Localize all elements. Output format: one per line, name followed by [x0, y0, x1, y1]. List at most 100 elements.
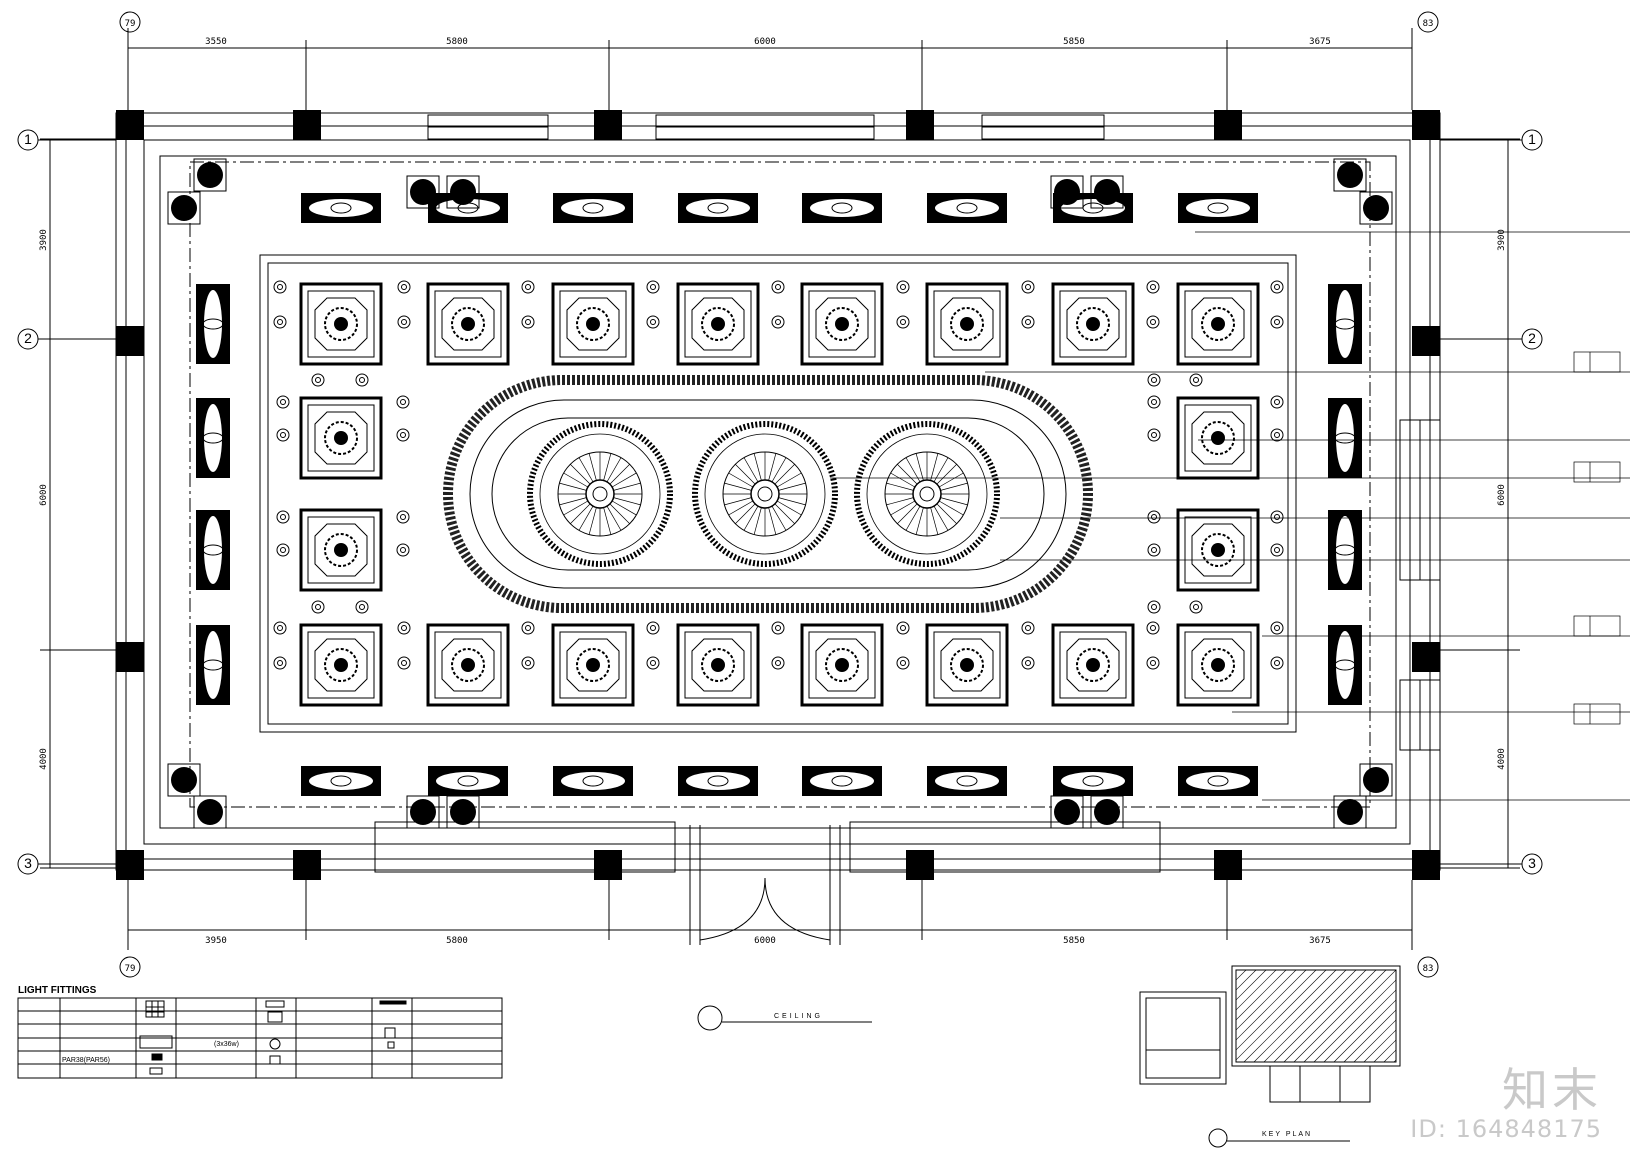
medallion-right-oval-3 [1336, 631, 1354, 699]
dim-right-1: 6000 [1497, 484, 1507, 506]
downlight-core-4 [401, 284, 407, 290]
medallion-top-center-2 [582, 202, 604, 214]
dome-ray-2-15 [897, 464, 918, 485]
downlight-13 [646, 315, 660, 329]
dome-ray-1-7 [753, 507, 762, 535]
coffer-top-core-0 [334, 317, 348, 331]
watermark-id: ID: 164848175 [1410, 1115, 1602, 1143]
coffer-bottom-oct-1 [441, 638, 495, 692]
fixture-lamp-0 [197, 162, 223, 188]
fixture-lamp-3 [450, 179, 476, 205]
fixture-lamp-11 [450, 799, 476, 825]
window-strips [427, 114, 1441, 751]
dome-ray-1-21 [774, 464, 795, 485]
column-4 [1214, 110, 1242, 140]
fixture-box-11 [446, 795, 480, 829]
dome-outline-1 [704, 433, 826, 555]
downlight-53 [311, 600, 325, 614]
downlight-1 [273, 315, 287, 329]
column-3 [906, 110, 934, 140]
medallion-right-center-3 [1334, 659, 1356, 671]
keyplan-hatch-22 [1363, 1029, 1396, 1062]
downlight-core-27 [1025, 660, 1031, 666]
coffer-bottom-5 [925, 623, 1009, 707]
entrance-doors [374, 821, 1161, 945]
downlight-core-16 [775, 284, 781, 290]
fixture-box-14 [1359, 763, 1393, 797]
dim-right-0: 3900 [1497, 229, 1507, 251]
fixture-box-8 [167, 763, 201, 797]
medallion-bottom-oval-4 [810, 772, 874, 790]
medallion-right-oval-0 [1336, 290, 1354, 358]
coffer-bottom-core-7 [1211, 658, 1225, 672]
keyplan-hatch-24 [1383, 1049, 1396, 1062]
coffer-bottom-rose-7 [1201, 648, 1235, 682]
downlight-core-56 [1151, 377, 1157, 383]
fixture-box-7 [1359, 191, 1393, 225]
downlight-34 [1270, 621, 1284, 635]
column-9 [1412, 642, 1440, 672]
downlight-core-41 [400, 432, 406, 438]
downlight-core-25 [1025, 319, 1031, 325]
dome-ray-1-11 [724, 497, 752, 506]
downlight-12 [646, 280, 660, 294]
coffer-bottom-inner-6 [1059, 631, 1127, 699]
downlight-32 [1270, 280, 1284, 294]
coffer-bottom-oct-3 [691, 638, 745, 692]
downlight-core-12 [650, 284, 656, 290]
coffer-top-core-2 [586, 317, 600, 331]
downlight-10 [521, 621, 535, 635]
grid-bubbles [17, 11, 1543, 978]
medallion-right-oval-2 [1336, 516, 1354, 584]
coffer-top-inner-5 [933, 290, 1001, 358]
coffer-bottom-inner-7 [1184, 631, 1252, 699]
left-dimension-line [40, 138, 116, 869]
dome-ray-1-22 [776, 472, 802, 488]
keyplan-hatch-21 [1353, 1019, 1396, 1062]
coffer-top-core-1 [461, 317, 475, 331]
coffer-left-inner-0 [307, 404, 375, 472]
coffer-left-rose-1 [324, 533, 358, 567]
dim-bottom-0: 3950 [205, 936, 227, 946]
fixture-lamp-8 [171, 767, 197, 793]
medallion-top-center-7 [1207, 202, 1229, 214]
medallion-bottom-oval-7 [1186, 772, 1250, 790]
dim-left-2: 4000 [39, 748, 49, 770]
fixture-lamp-10 [410, 799, 436, 825]
dome-outline-2 [866, 433, 988, 555]
fixture-lamp-7 [1363, 195, 1389, 221]
key-plan: KEY PLAN [1139, 965, 1401, 1148]
downlight-27 [1021, 656, 1035, 670]
dome-ray-0-1 [613, 497, 641, 506]
downlights [273, 280, 1284, 670]
dome-ray-0-23 [613, 482, 641, 491]
grid-row-label-2: 3 [24, 855, 32, 871]
keyplan-hatch-13 [1273, 970, 1367, 1062]
downlight-core-22 [900, 625, 906, 631]
coffer-top-6 [1051, 282, 1135, 366]
downlight-core-29 [1150, 319, 1156, 325]
coffer-right-inner-0 [1184, 404, 1252, 472]
outer-walls [115, 112, 1441, 871]
downlight-30 [1146, 621, 1160, 635]
downlight-14 [646, 621, 660, 635]
downlight-core-46 [1151, 514, 1157, 520]
coffer-bottom-rose-6 [1076, 648, 1110, 682]
downlight-core-38 [280, 514, 286, 520]
dim-top-0: 3550 [205, 37, 227, 47]
coffer-left-core-0 [334, 431, 348, 445]
keyplan-hatch-17 [1313, 979, 1396, 1062]
dome-ray-1-23 [778, 482, 806, 491]
dome-ray-0-3 [609, 503, 630, 524]
downlight-52 [311, 373, 325, 387]
dome-ray-2-10 [890, 500, 916, 516]
coffer-right-rose-0 [1201, 421, 1235, 455]
dome-ray-1-13 [724, 482, 752, 491]
fixture-box-10 [406, 795, 440, 829]
downlight-core-37 [280, 432, 286, 438]
coffer-top-inner-4 [808, 290, 876, 358]
downlight-37 [276, 428, 290, 442]
downlight-core-21 [900, 319, 906, 325]
downlight-43 [396, 543, 410, 557]
downlight-29 [1146, 315, 1160, 329]
